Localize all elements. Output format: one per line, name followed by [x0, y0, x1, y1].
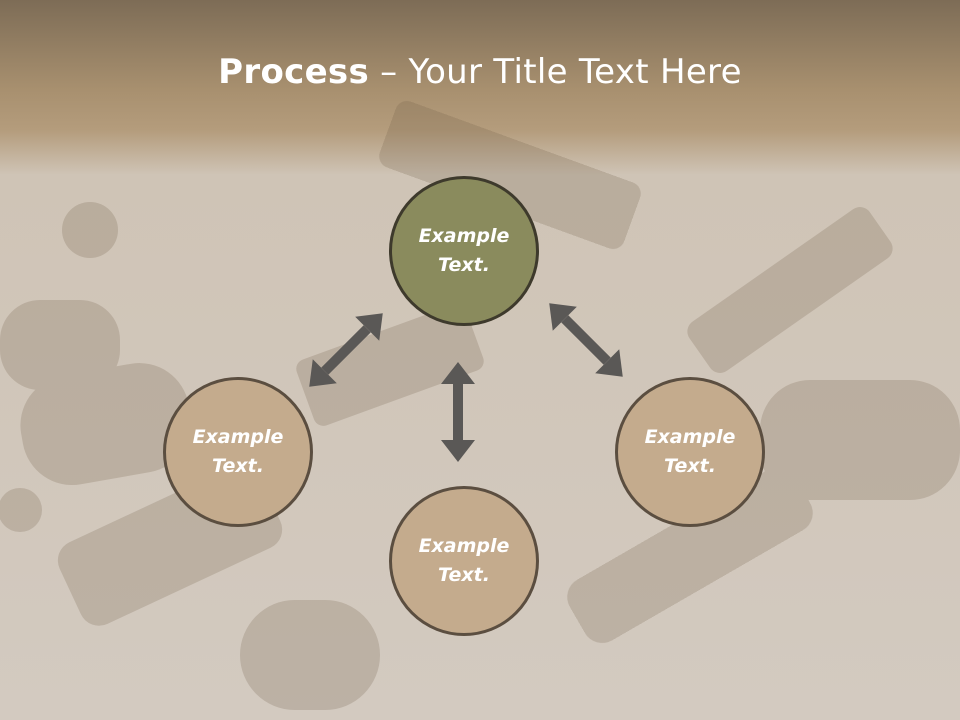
node-left-line2: Text.	[212, 455, 264, 477]
node-left-line1: Example	[192, 426, 284, 448]
node-right-line1: Example	[644, 426, 736, 448]
node-bottom: Example Text.	[389, 486, 539, 636]
left-double-arrow	[309, 313, 383, 387]
node-top: Example Text.	[389, 176, 539, 326]
right-double-arrow	[549, 303, 623, 377]
node-right-line2: Text.	[664, 455, 716, 477]
title-rest: Your Title Text Here	[408, 52, 742, 92]
title-bold: Process	[218, 52, 370, 92]
node-bottom-line1: Example	[418, 535, 510, 557]
node-top-line1: Example	[418, 225, 510, 247]
vertical-double-arrow	[441, 362, 475, 462]
node-right: Example Text.	[615, 377, 765, 527]
title-dash: –	[369, 52, 409, 92]
slide-title: Process – Your Title Text Here	[0, 52, 960, 92]
node-bottom-line2: Text.	[438, 564, 490, 586]
node-top-line2: Text.	[438, 254, 490, 276]
node-left: Example Text.	[163, 377, 313, 527]
